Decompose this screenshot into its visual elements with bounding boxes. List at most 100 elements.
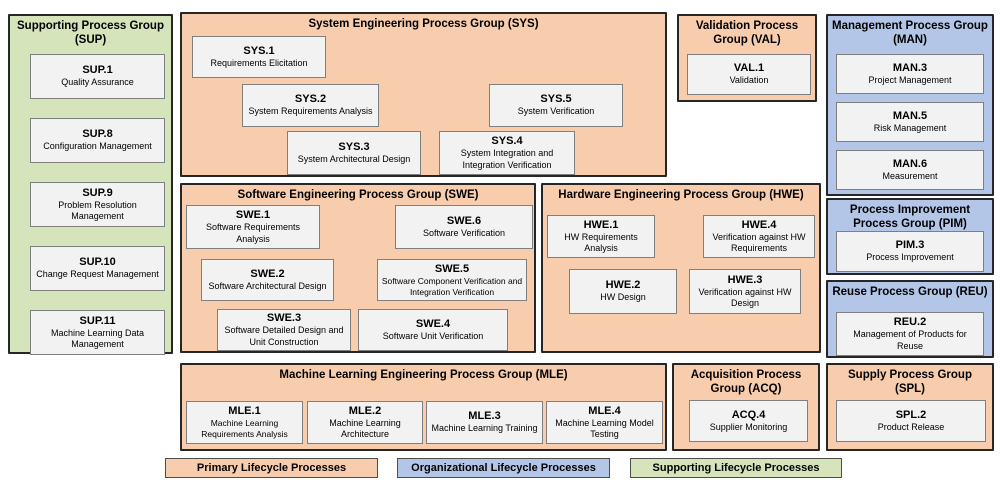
process-name: Machine Learning Architecture bbox=[329, 417, 401, 440]
group-reu: Reuse Process Group (REU) REU.2 Manageme… bbox=[826, 280, 994, 358]
group-hwe-title: Hardware Engineering Process Group (HWE) bbox=[558, 189, 804, 201]
process-id: HWE.1 bbox=[583, 218, 619, 231]
process-id: SWE.5 bbox=[434, 262, 470, 275]
process-name: Software Component Verification and Inte… bbox=[381, 275, 523, 297]
process-id: HWE.4 bbox=[741, 218, 777, 231]
process-man6: MAN.6 Measurement bbox=[836, 150, 984, 190]
process-id: MLE.3 bbox=[468, 410, 501, 423]
process-mle4: MLE.4 Machine Learning Model Testing bbox=[546, 401, 663, 444]
process-name: Verification against HW Requirements bbox=[712, 231, 806, 254]
group-acq: Acquisition Process Group (ACQ) ACQ.4 Su… bbox=[672, 363, 820, 451]
group-spl-title: Supply Process Group (SPL) bbox=[848, 369, 972, 396]
group-reu-title: Reuse Process Group (REU) bbox=[832, 286, 988, 298]
process-name: Requirements Elicitation bbox=[210, 57, 308, 68]
process-id: MLE.2 bbox=[348, 404, 382, 417]
process-name: Change Request Management bbox=[36, 269, 159, 280]
process-mle3: MLE.3 Machine Learning Training bbox=[426, 401, 543, 444]
process-id: SUP.11 bbox=[79, 314, 116, 327]
process-sup8: SUP.8 Configuration Management bbox=[30, 118, 165, 163]
group-man: Management Process Group (MAN) MAN.3 Pro… bbox=[826, 14, 994, 196]
process-id: MLE.4 bbox=[588, 404, 621, 417]
group-spl: Supply Process Group (SPL) SPL.2 Product… bbox=[826, 363, 994, 451]
process-name: System Verification bbox=[517, 106, 595, 117]
process-hwe4: HWE.4 Verification against HW Requiremen… bbox=[703, 215, 815, 258]
process-man3: MAN.3 Project Management bbox=[836, 54, 984, 94]
group-acq-title: Acquisition Process Group (ACQ) bbox=[690, 369, 802, 396]
legend-organizational: Organizational Lifecycle Processes bbox=[397, 458, 610, 478]
group-sup-title: Supporting Process Group (SUP) bbox=[17, 20, 164, 47]
process-name: Risk Management bbox=[873, 122, 947, 133]
process-name: Software Unit Verification bbox=[382, 330, 484, 341]
process-id: HWE.3 bbox=[727, 273, 763, 286]
process-acq4: ACQ.4 Supplier Monitoring bbox=[689, 400, 808, 442]
process-name: Project Management bbox=[868, 74, 952, 85]
process-name: Configuration Management bbox=[43, 141, 152, 152]
group-swe-title: Software Engineering Process Group (SWE) bbox=[237, 189, 479, 201]
process-id: SYS.5 bbox=[540, 93, 572, 106]
process-name: Machine Learning Model Testing bbox=[555, 417, 654, 440]
process-name: Machine Learning Data Management bbox=[50, 327, 145, 350]
process-name: Software Detailed Design and Unit Constr… bbox=[224, 325, 344, 347]
process-name: System Integration and Integration Verif… bbox=[460, 148, 554, 170]
process-sup9: SUP.9 Problem Resolution Management bbox=[30, 182, 165, 227]
process-name: Measurement bbox=[882, 170, 938, 181]
process-swe6: SWE.6 Software Verification bbox=[395, 205, 533, 249]
process-sys1: SYS.1 Requirements Elicitation bbox=[192, 36, 326, 78]
process-mle1: MLE.1 Machine Learning Requirements Anal… bbox=[186, 401, 303, 444]
process-id: SYS.2 bbox=[294, 93, 327, 106]
group-pim: Process Improvement Process Group (PIM) … bbox=[826, 198, 994, 275]
process-id: MAN.6 bbox=[892, 157, 928, 170]
process-sys2: SYS.2 System Requirements Analysis bbox=[242, 84, 379, 127]
process-swe3: SWE.3 Software Detailed Design and Unit … bbox=[217, 309, 351, 351]
group-sup: Supporting Process Group (SUP) SUP.1 Qua… bbox=[8, 14, 173, 355]
process-name: Product Release bbox=[877, 421, 945, 432]
process-id: SYS.1 bbox=[243, 44, 275, 57]
process-name: Quality Assurance bbox=[61, 77, 134, 88]
process-name: Machine Learning Training bbox=[431, 423, 538, 434]
process-id: SYS.3 bbox=[338, 140, 370, 153]
process-reu2: REU.2 Management of Products for Reuse bbox=[836, 312, 984, 356]
process-id: MAN.3 bbox=[892, 61, 928, 74]
process-name: System Architectural Design bbox=[297, 153, 411, 164]
process-id: SWE.2 bbox=[250, 267, 285, 280]
process-name: Verification against HW Design bbox=[698, 286, 792, 309]
group-swe: Software Engineering Process Group (SWE)… bbox=[180, 183, 536, 353]
process-swe1: SWE.1 Software Requirements Analysis bbox=[186, 205, 320, 249]
process-id: SUP.1 bbox=[82, 64, 113, 77]
process-hwe3: HWE.3 Verification against HW Design bbox=[689, 269, 801, 314]
process-man5: MAN.5 Risk Management bbox=[836, 102, 984, 142]
process-name: HW Requirements Analysis bbox=[564, 231, 638, 254]
process-name: Software Verification bbox=[422, 227, 506, 238]
group-man-title: Management Process Group (MAN) bbox=[832, 20, 988, 47]
process-id: SWE.1 bbox=[235, 209, 271, 222]
process-id: VAL.1 bbox=[733, 62, 765, 75]
process-name: Process Improvement bbox=[866, 252, 954, 263]
group-val: Validation Process Group (VAL) VAL.1 Val… bbox=[677, 14, 817, 102]
process-name: Machine Learning Requirements Analysis bbox=[201, 418, 288, 440]
group-val-title: Validation Process Group (VAL) bbox=[695, 20, 799, 47]
process-id: MAN.5 bbox=[892, 109, 928, 122]
group-mle: Machine Learning Engineering Process Gro… bbox=[180, 363, 667, 451]
process-id: HWE.2 bbox=[605, 279, 641, 292]
process-name: Management of Products for Reuse bbox=[853, 329, 967, 351]
process-val1: VAL.1 Validation bbox=[687, 54, 811, 95]
process-swe5: SWE.5 Software Component Verification an… bbox=[377, 259, 527, 301]
legend-supporting: Supporting Lifecycle Processes bbox=[630, 458, 842, 478]
process-sys5: SYS.5 System Verification bbox=[489, 84, 623, 127]
process-name: System Requirements Analysis bbox=[248, 106, 373, 117]
process-swe4: SWE.4 Software Unit Verification bbox=[358, 309, 508, 351]
process-id: SPL.2 bbox=[895, 408, 927, 421]
process-id: REU.2 bbox=[893, 316, 927, 329]
process-id: ACQ.4 bbox=[731, 408, 766, 421]
group-mle-title: Machine Learning Engineering Process Gro… bbox=[279, 369, 568, 381]
process-id: SWE.3 bbox=[266, 312, 302, 325]
process-name: Software Requirements Analysis bbox=[205, 222, 301, 244]
process-name: Supplier Monitoring bbox=[709, 421, 788, 432]
process-id: SUP.10 bbox=[79, 256, 116, 269]
process-name: Software Architectural Design bbox=[208, 280, 327, 291]
group-sys-title: System Engineering Process Group (SYS) bbox=[308, 18, 539, 30]
group-hwe: Hardware Engineering Process Group (HWE)… bbox=[541, 183, 821, 353]
process-sup1: SUP.1 Quality Assurance bbox=[30, 54, 165, 99]
process-id: SUP.8 bbox=[82, 128, 113, 141]
